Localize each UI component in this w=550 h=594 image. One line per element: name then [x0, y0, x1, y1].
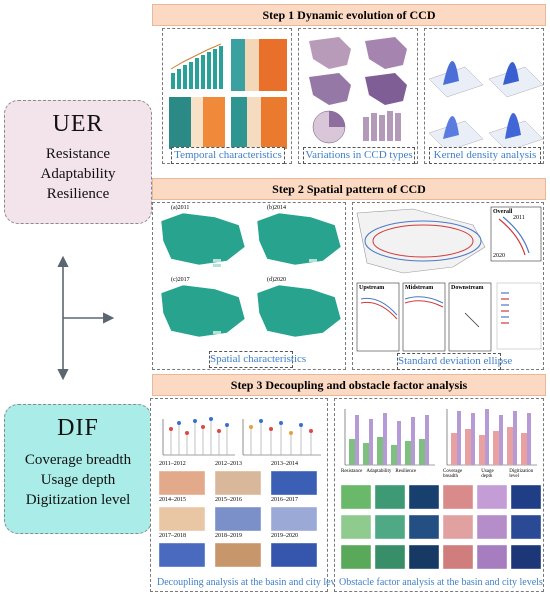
uer-item-resilience: Resilience	[46, 186, 110, 202]
period-2019-2020: 2019–2020	[271, 533, 298, 539]
step3-header: Step 3 Decoupling and obstacle factor an…	[152, 374, 546, 396]
period-2017-2018: 2017–2018	[159, 533, 186, 539]
obstacle-legend-right: Coverage breadth Usage depth Digitizatio…	[443, 469, 543, 479]
ellipse-label-midstream: Midstream	[405, 285, 434, 291]
ccd-types-caption: Variations in CCD types	[303, 147, 415, 164]
legend-digitization: Digitization level	[509, 469, 534, 479]
dif-item-digitization: Digitization level	[25, 492, 131, 508]
ellipse-panel: Overall Upstream Midstream Downstream 20…	[352, 202, 544, 370]
dif-box: DIF Coverage breadth Usage depth Digitiz…	[4, 404, 152, 534]
map-label-2014: (b)2014	[267, 205, 286, 211]
obstacle-legend-left: Resistance Adaptability Resilience	[341, 469, 437, 474]
obstacle-chart-icon	[340, 409, 542, 570]
legend-coverage: Coverage breadth	[443, 469, 463, 479]
period-2012-2013: 2012–2013	[215, 461, 242, 467]
ellipse-label-upstream: Upstream	[359, 285, 385, 291]
period-2015-2016: 2015–2016	[215, 497, 242, 503]
uer-item-adaptability: Adaptability	[40, 166, 116, 182]
kernel-caption: Kernel density analysis	[429, 147, 541, 164]
legend-adaptability: Adaptability	[366, 469, 392, 474]
legend-usage: Usage depth	[481, 469, 494, 479]
step1-header: Step 1 Dynamic evolution of CCD	[152, 4, 546, 26]
period-2013-2014: 2013–2014	[271, 461, 298, 467]
dif-item-usage: Usage depth	[40, 472, 116, 488]
dif-item-coverage: Coverage breadth	[24, 452, 132, 468]
ellipse-label-overall: Overall	[493, 209, 513, 215]
legend-resistance: Resistance	[341, 469, 363, 474]
ellipse-caption: Standard deviation ellipse	[397, 353, 512, 370]
spatial-panel: (a)2011 (b)2014 (c)2017 (d)2020 Spatial …	[152, 202, 346, 370]
ccd-types-panel: Variations in CCD types	[298, 28, 418, 164]
map-label-2011: (a)2011	[171, 205, 190, 211]
spatial-maps-icon	[160, 212, 342, 338]
temporal-panel: Temporal characteristics	[162, 28, 292, 164]
temporal-caption: Temporal characteristics	[171, 147, 285, 164]
decoupling-panel: 2011–2012 2012–2013 2013–2014 2014–2015 …	[150, 398, 347, 592]
obstacle-caption: Obstacle factor analysis at the basin an…	[339, 577, 543, 588]
period-2016-2017: 2016–2017	[271, 497, 298, 503]
map-label-2017: (c)2017	[171, 277, 190, 283]
step2-header: Step 2 Spatial pattern of CCD	[152, 178, 546, 200]
period-2018-2019: 2018–2019	[215, 533, 242, 539]
temporal-chart-icon	[169, 39, 287, 149]
decoupling-chart-icon	[158, 417, 321, 568]
uer-title: UER	[52, 111, 104, 137]
dif-title: DIF	[57, 415, 99, 441]
ellipse-label-2011: 2011	[513, 215, 525, 221]
map-label-2020: (d)2020	[267, 277, 286, 283]
obstacle-panel: Resistance Adaptability Resilience Cover…	[334, 398, 544, 592]
uer-box: UER Resistance Adaptability Resilience	[4, 100, 152, 224]
period-2014-2015: 2014–2015	[159, 497, 186, 503]
ellipse-label-2020: 2020	[493, 253, 505, 259]
uer-item-resistance: Resistance	[45, 146, 111, 162]
ccd-types-maps-icon	[309, 37, 407, 144]
decoupling-caption: Decoupling analysis at the basin and cit…	[157, 577, 347, 588]
kernel-panel: Kernel density analysis	[424, 28, 544, 164]
legend-resilience: Resilience	[395, 469, 417, 474]
ellipse-label-downstream: Downstream	[451, 285, 484, 291]
spatial-caption: Spatial characteristics	[209, 351, 306, 368]
ellipse-map-icon	[356, 206, 542, 352]
period-2011-2012: 2011–2012	[159, 461, 186, 467]
kernel-density-icon	[428, 60, 544, 152]
